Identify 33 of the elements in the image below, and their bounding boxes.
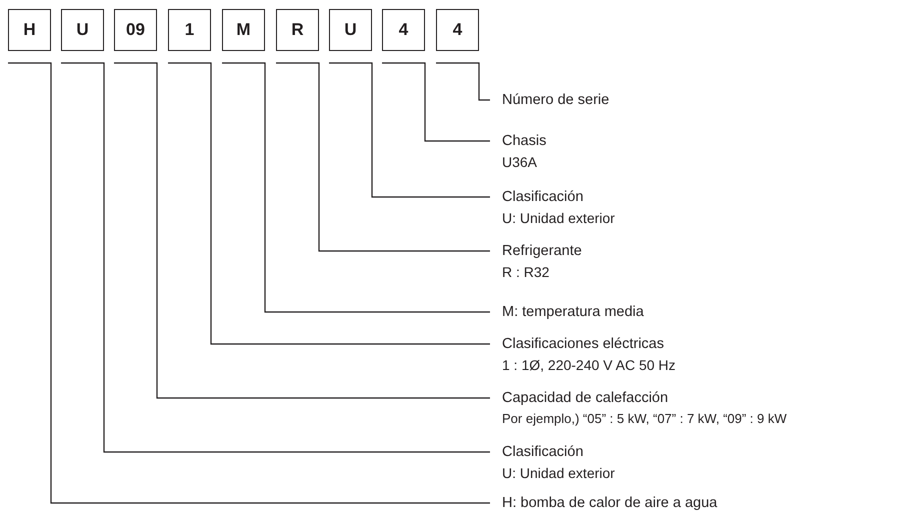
code-letter-box: U	[61, 9, 104, 51]
leader-line	[114, 62, 490, 399]
description-detail: U: Unidad exterior	[502, 209, 615, 228]
leader-line	[436, 62, 490, 101]
code-letter-box: M	[222, 9, 265, 51]
code-letter-box: 4	[382, 9, 425, 51]
leader-line	[222, 62, 490, 313]
description-heading: Capacidad de calefacción	[502, 389, 670, 408]
leader-line	[382, 62, 490, 142]
description-heading: Chasis	[502, 132, 546, 151]
code-letter-box: 1	[168, 9, 211, 51]
description-heading: Refrigerante	[502, 242, 582, 261]
description-heading: Clasificaciones eléctricas	[502, 335, 665, 354]
leader-line	[8, 62, 490, 504]
description-detail: Por ejemplo,) “05” : 5 kW, “07” : 7 kW, “09” : 9 kW	[502, 410, 787, 428]
code-letter-box: 4	[436, 9, 479, 51]
leader-line	[61, 62, 490, 453]
code-letter-box: U	[329, 9, 372, 51]
code-letter-box: R	[276, 9, 319, 51]
description-text: H: bomba de calor de aire a agua	[502, 494, 718, 513]
description-text: Número de serie	[502, 91, 610, 110]
description-detail: U: Unidad exterior	[502, 464, 615, 483]
leader-line	[329, 62, 490, 198]
description-detail: 1 : 1Ø, 220-240 V AC 50 Hz	[502, 356, 676, 375]
description-detail: R : R32	[502, 263, 550, 282]
code-letter-box: H	[8, 9, 51, 51]
description-detail: U36A	[502, 153, 538, 172]
code-letter-box: 09	[114, 9, 157, 51]
description-heading: Clasificación	[502, 188, 584, 207]
description-heading: Clasificación	[502, 443, 584, 462]
description-text: M: temperatura media	[502, 303, 644, 322]
leader-line	[168, 62, 490, 345]
leader-line	[276, 62, 490, 252]
